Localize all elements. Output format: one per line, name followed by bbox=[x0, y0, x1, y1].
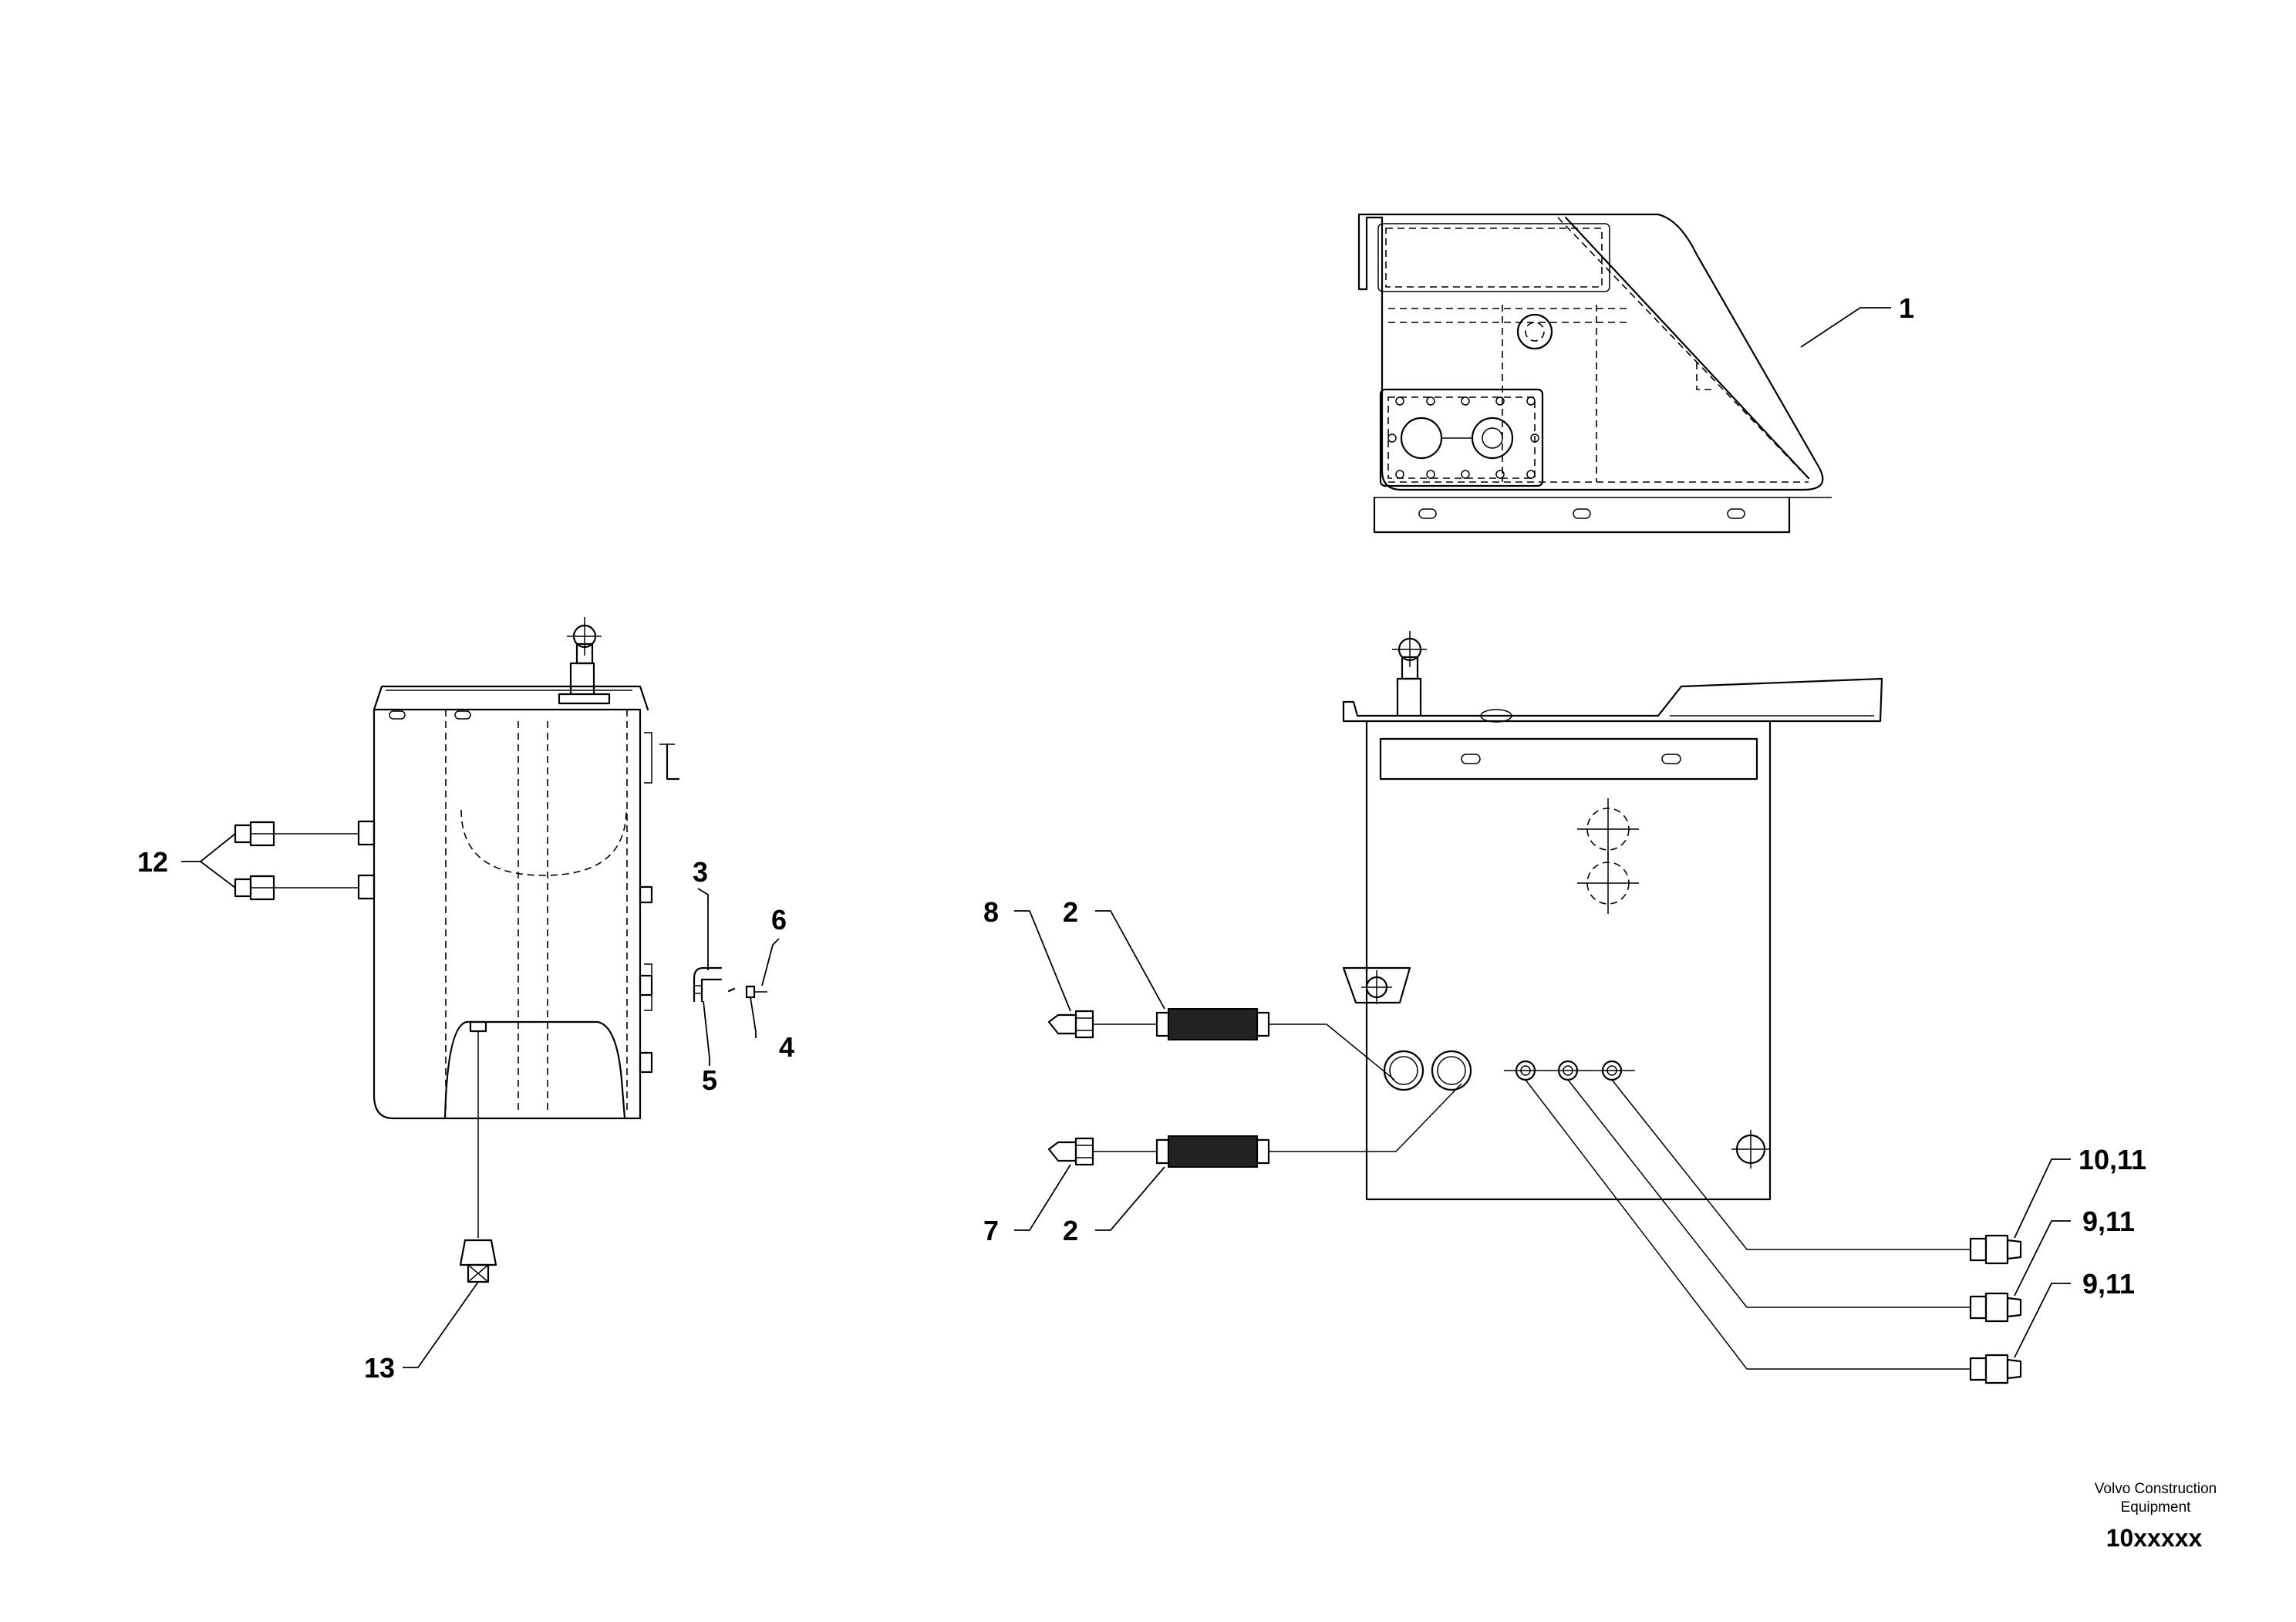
callout-3: 3 bbox=[693, 856, 708, 888]
title-block: Volvo Construction Equipment 10xxxxx bbox=[2095, 1481, 2217, 1552]
callout-labels: 1 12 3 6 4 5 8 2 7 2 10,11 9,11 9,11 13 bbox=[137, 292, 2146, 1384]
brand-line-1: Volvo Construction bbox=[2095, 1481, 2217, 1497]
callout-8: 8 bbox=[983, 896, 999, 928]
callout-1: 1 bbox=[1899, 292, 1914, 324]
doc-number: 10xxxxx bbox=[2106, 1524, 2203, 1552]
callout-5: 5 bbox=[702, 1064, 717, 1096]
tank-top-view bbox=[1357, 213, 1832, 534]
callout-4: 4 bbox=[779, 1031, 794, 1063]
callout-7: 7 bbox=[983, 1215, 999, 1246]
callout-9-11-lower: 9,11 bbox=[2082, 1268, 2135, 1300]
plug-12-lower bbox=[234, 875, 359, 901]
callout-12: 12 bbox=[137, 846, 168, 878]
plug-12-upper bbox=[234, 821, 359, 847]
tank-side-view bbox=[357, 617, 680, 1120]
tank-front-view bbox=[1342, 631, 1883, 1201]
fitting-9-11-upper bbox=[1567, 1079, 2022, 1323]
callout-2-lower: 2 bbox=[1063, 1215, 1078, 1246]
brand-line-2: Equipment bbox=[2121, 1499, 2192, 1516]
callout-2-upper: 2 bbox=[1063, 896, 1078, 928]
leader-lines bbox=[181, 307, 2071, 1368]
drain-plug-13 bbox=[459, 1031, 497, 1283]
callout-6: 6 bbox=[771, 904, 787, 936]
bracket-assembly bbox=[693, 966, 767, 1003]
hose-assembly-upper bbox=[1047, 1008, 1395, 1081]
hose-assembly-lower bbox=[1047, 1083, 1462, 1168]
callout-10-11: 10,11 bbox=[2079, 1144, 2146, 1175]
fitting-10-11 bbox=[1611, 1079, 2022, 1265]
fitting-9-11-lower bbox=[1525, 1079, 2022, 1384]
callout-9-11-upper: 9,11 bbox=[2082, 1206, 2135, 1237]
callout-13: 13 bbox=[364, 1352, 395, 1384]
